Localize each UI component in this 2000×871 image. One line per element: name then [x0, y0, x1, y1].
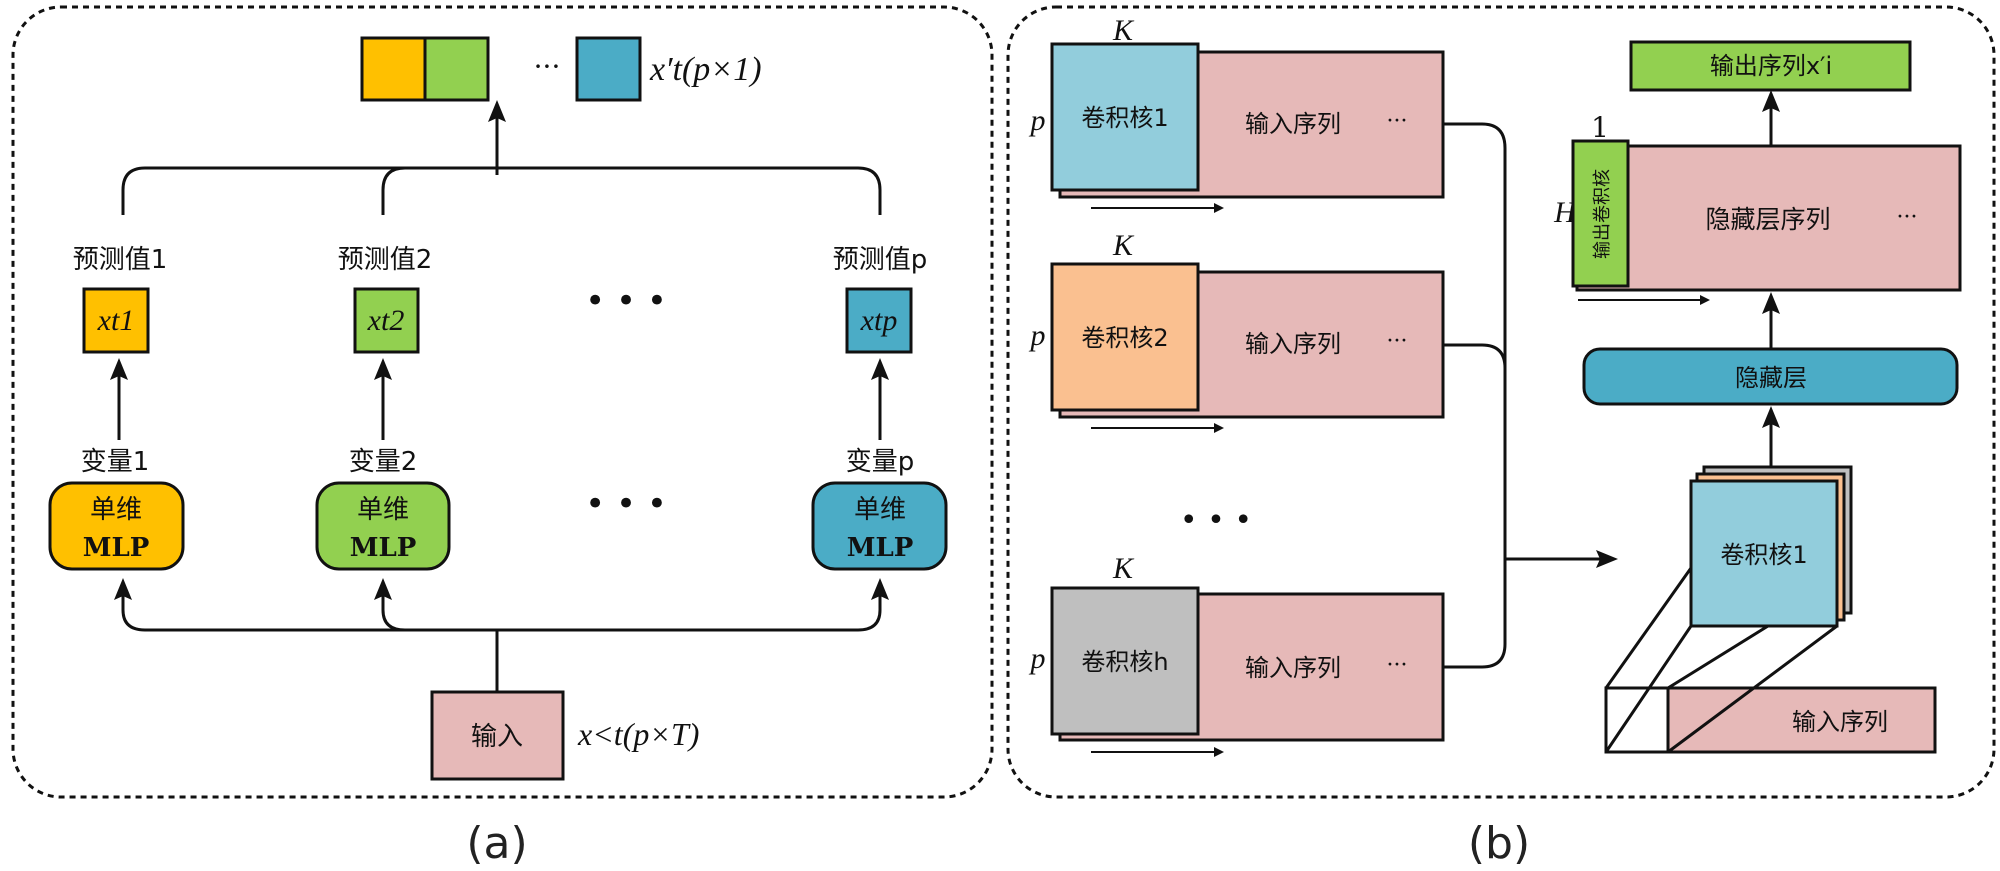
projection-line-4 — [1667, 624, 1838, 754]
output-cell-p — [575, 36, 642, 102]
merge-branch-2 — [381, 166, 406, 215]
prediction-label-1: 预测值1 — [73, 245, 168, 275]
kernel-row-2: K p 卷积核2 输入序列 ··· — [1029, 229, 1445, 433]
input-seq-more-1: ··· — [1387, 109, 1408, 134]
kernel-width-label-2: K — [1112, 229, 1135, 262]
panel-a: ··· x′t(p×1) 预测值1 预测值2 预测值p xt1 xt2 xtp … — [11, 5, 994, 869]
caption-a: (a) — [466, 818, 527, 869]
prediction-box-1 — [82, 287, 150, 354]
projection-line-2 — [1604, 625, 1693, 753]
mlp-block-p: 单维 MLP — [811, 481, 948, 571]
input-seq-label-2: 输入序列 — [1245, 330, 1341, 358]
prediction-symbol-1: xt1 — [97, 304, 135, 337]
panel-b: K p 卷积核1 输入序列 ··· K p 卷积核2 输入序列 ··· • • … — [1006, 5, 1996, 869]
variable-label-2: 变量2 — [349, 447, 418, 477]
prediction-box-2 — [353, 287, 420, 354]
mlp-block-1: 单维 MLP — [48, 481, 185, 571]
mlp-line1-1: 单维 — [90, 495, 142, 525]
projection-line-3 — [1667, 624, 1769, 690]
output-kernel-width-label: 1 — [1591, 111, 1609, 144]
kernel-name-2: 卷积核2 — [1081, 324, 1168, 352]
prediction-symbol-p: xtp — [860, 304, 898, 337]
mlp-line2-p: MLP — [847, 533, 914, 563]
mlp-line2-1: MLP — [83, 533, 150, 563]
kernel-width-label-1: K — [1112, 14, 1135, 47]
stack-input-seq-label: 输入序列 — [1792, 708, 1888, 736]
output-kernel-label: 输出卷积核 — [1592, 169, 1613, 259]
kernel-height-label-h: p — [1029, 642, 1046, 675]
kernel-row-h: K p 卷积核h 输入序列 ··· — [1029, 552, 1445, 757]
kernel-height-label-2: p — [1029, 319, 1046, 352]
input-branch-p — [857, 578, 889, 632]
input-seq-label-1: 输入序列 — [1245, 110, 1341, 138]
prediction-label-2: 预测值2 — [338, 245, 433, 275]
input-branch-2 — [374, 578, 406, 632]
output-cell-1 — [360, 36, 427, 102]
input-dims-label: x<t(p×T) — [577, 716, 699, 752]
input-seq-more-2: ··· — [1387, 329, 1408, 354]
mlp-line1-p: 单维 — [854, 495, 906, 525]
kernel-bus-branch-2 — [1443, 343, 1507, 369]
mlp-box-p — [811, 481, 948, 571]
kernel-width-label-h: K — [1112, 552, 1135, 585]
mlp-line1-2: 单维 — [357, 495, 409, 525]
output-dims-label: x′t(p×1) — [649, 51, 762, 88]
mlp-block-2: 单维 MLP — [315, 481, 451, 571]
mlp-ellipsis: • • • — [585, 484, 667, 524]
input-box — [430, 690, 565, 781]
output-cell-2 — [423, 36, 490, 102]
projection-line-1 — [1604, 567, 1693, 689]
kernel-name-h: 卷积核h — [1081, 648, 1168, 676]
input-label: 输入 — [471, 722, 523, 752]
kernel-bus — [1443, 122, 1507, 669]
output-vector: ··· x′t(p×1) — [360, 36, 762, 102]
prediction-label-p: 预测值p — [833, 245, 928, 275]
mlp-box-1 — [48, 481, 185, 571]
variable-label-1: 变量1 — [81, 447, 150, 477]
mlp-box-2 — [315, 481, 451, 571]
prediction-symbol-2: xt2 — [367, 304, 405, 337]
panel-b-border — [1006, 5, 1996, 799]
mlp-line2-2: MLP — [350, 533, 417, 563]
panel-a-border — [11, 5, 994, 799]
variable-label-p: 变量p — [846, 447, 915, 477]
merge-bracket — [121, 166, 882, 215]
hidden-seq-label: 隐藏层序列 — [1705, 205, 1830, 234]
stacked-kernels: 卷积核1 — [1689, 465, 1853, 628]
stack-kernel-front — [1689, 479, 1839, 628]
input-seq-more-h: ··· — [1387, 653, 1408, 678]
kernel-box-2 — [1050, 262, 1200, 412]
kernel-height-label-1: p — [1029, 104, 1046, 137]
input-branch-1 — [114, 578, 146, 632]
stack-kernel-label: 卷积核1 — [1720, 541, 1807, 569]
prediction-box-p — [845, 287, 913, 354]
receptive-window — [1604, 686, 1670, 754]
kernel-box-1 — [1050, 42, 1200, 192]
hidden-layer-label: 隐藏层 — [1735, 364, 1807, 392]
kernel-ellipsis: • • • — [1180, 503, 1252, 538]
output-ellipsis: ··· — [534, 50, 561, 83]
output-kernel-box — [1571, 139, 1630, 288]
prediction-ellipsis: • • • — [585, 281, 667, 321]
output-seq-label: 输出序列x′i — [1710, 52, 1832, 80]
kernel-box-h — [1050, 586, 1200, 736]
output-seq-box — [1629, 40, 1912, 92]
caption-b: (b) — [1468, 818, 1530, 869]
kernel-row-1: K p 卷积核1 输入序列 ··· — [1029, 14, 1445, 213]
input-seq-label-h: 输入序列 — [1245, 654, 1341, 682]
kernel-name-1: 卷积核1 — [1081, 104, 1168, 132]
hidden-seq-more: ··· — [1897, 205, 1918, 230]
